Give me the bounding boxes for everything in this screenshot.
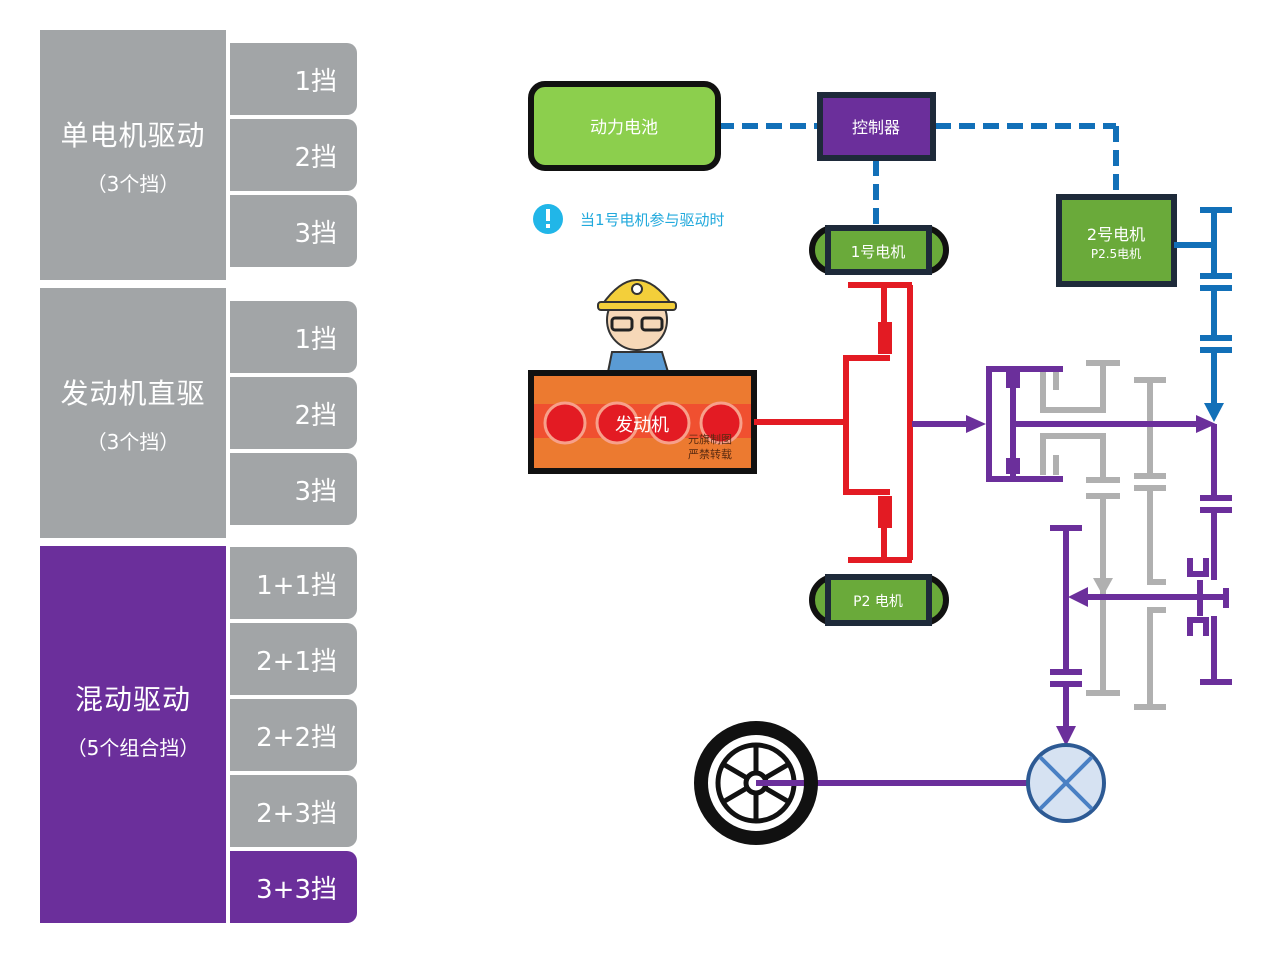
gear-button[interactable]: 2+3挡 [230,775,357,847]
idle-gear-train [1040,360,1166,710]
gear-button[interactable]: 3挡 [230,195,357,267]
motor2-sublabel: P2.5电机 [1091,247,1141,261]
gear-button[interactable]: 1+1挡 [230,547,357,619]
mode-hybrid: 混动驱动 （5个组合挡） [40,546,226,923]
mode-title: 混动驱动 [74,683,191,716]
gear-button-active[interactable]: 3+3挡 [230,851,357,923]
gear-button[interactable]: 1挡 [230,301,357,373]
gear-button[interactable]: 2+2挡 [230,699,357,771]
motor2-power-path [1174,207,1232,422]
mode-single-motor: 单电机驱动 （3个挡） [40,30,226,280]
mode-subtitle: （5个组合挡） [66,736,200,760]
mode-subtitle: （3个挡） [86,429,180,454]
mode-title: 单电机驱动 [60,118,206,152]
motor1-label: 1号电机 [851,243,906,261]
gear-button[interactable]: 2挡 [230,119,357,191]
motor1-block: 1号电机 [809,225,949,275]
motor2-block: 2号电机 P2.5电机 [1056,194,1177,287]
hybrid-power-path [760,366,1232,786]
p2-motor-label: P2 电机 [853,594,903,610]
notice-text: 当1号电机参与驱动时 [580,211,725,229]
gear-button[interactable]: 3挡 [230,453,357,525]
battery-label: 动力电池 [590,118,658,138]
wheel-icon [694,721,818,845]
differential-icon [1026,743,1106,823]
engineer-mascot-icon [597,279,677,373]
controller-label: 控制器 [852,118,900,137]
control-wiring [718,123,1119,228]
mode-engine-direct: 发动机直驱 （3个挡） [40,288,226,538]
mode-subtitle: （3个挡） [86,171,180,196]
watermark-line1: 元旗制图 [688,432,732,446]
gear-button[interactable]: 2挡 [230,377,357,449]
motor2-label: 2号电机 [1087,225,1145,244]
engine-block: 发动机 元旗制图 严禁转载 [528,279,757,474]
p2-motor-block: P2 电机 [809,574,949,626]
controller-block: 控制器 [817,92,936,161]
engine-clutch-path [754,282,913,563]
mode-title: 发动机直驱 [60,376,206,410]
gear-button[interactable]: 1挡 [230,43,357,115]
watermark-line2: 严禁转载 [688,447,732,461]
gear-button[interactable]: 2+1挡 [230,623,357,695]
battery-block: 动力电池 [528,81,721,171]
notice: 当1号电机参与驱动时 [533,204,725,234]
engine-label: 发动机 [615,415,669,436]
